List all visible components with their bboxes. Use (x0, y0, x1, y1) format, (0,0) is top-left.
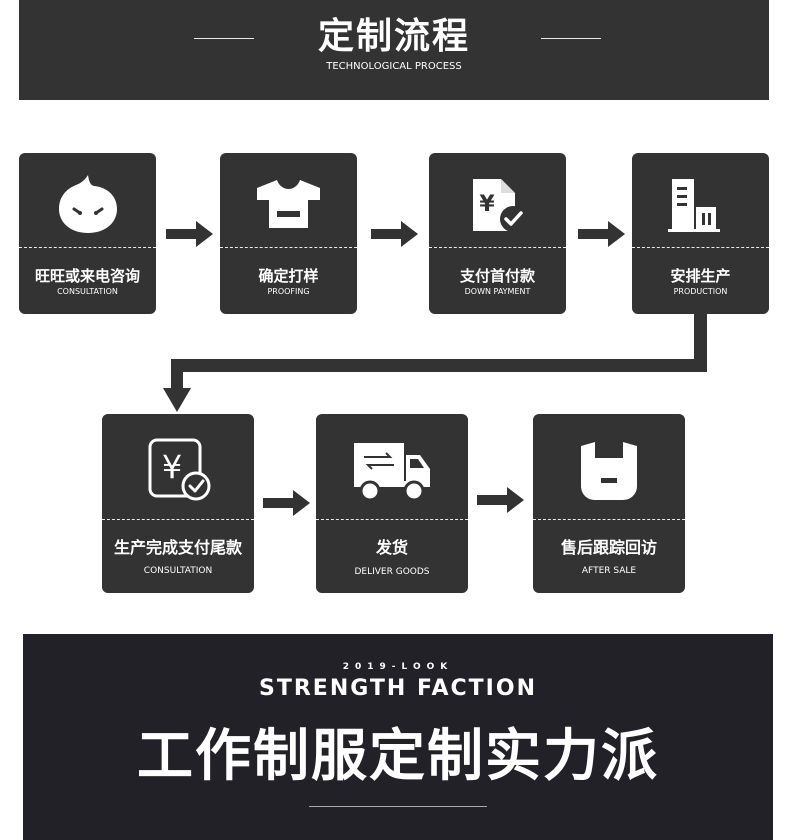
step-subtitle: CONSULTATION (143, 566, 213, 576)
card-divider (632, 247, 769, 248)
footer-headline: 工作制服定制实力派 (137, 724, 659, 789)
footer-underline (309, 806, 487, 807)
arrow-right-icon (371, 221, 418, 247)
card-divider (316, 519, 468, 520)
step-card-down-payment: ¥ 支付首付款 DOWN PAYMENT (429, 153, 566, 314)
card-divider (429, 247, 566, 248)
step-title: 安排生产 (670, 267, 731, 285)
delivery-truck-icon (354, 443, 430, 502)
step-title: 生产完成支付尾款 (113, 538, 242, 557)
factory-icon (668, 179, 720, 232)
step-card-deliver: 发货 DELIVER GOODS (316, 414, 468, 593)
step-card-final-payment: ¥ 生产完成支付尾款 CONSULTATION (102, 414, 254, 593)
card-divider (102, 519, 254, 520)
page-subtitle: TECHNOLOGICAL PROCESS (326, 61, 462, 72)
header-right-line (541, 38, 601, 39)
step-card-consultation: 旺旺或来电咨询 CONSULTATION (19, 153, 156, 314)
step-subtitle: CONSULTATION (57, 287, 118, 296)
tshirt-icon (257, 180, 320, 228)
chat-bubble-icon (59, 175, 117, 233)
svg-text:¥: ¥ (479, 192, 495, 217)
yuan-check-icon: ¥ (148, 438, 211, 501)
wrench-icon (581, 442, 637, 500)
arrow-right-icon (263, 490, 310, 516)
arrow-right-icon (578, 221, 625, 247)
step-title: 发货 (375, 538, 408, 557)
step-subtitle: AFTER SALE (581, 566, 637, 576)
step-subtitle: PRODUCTION (673, 287, 728, 296)
step-subtitle: PROOFING (267, 287, 310, 296)
arrow-right-icon (477, 487, 524, 513)
arrow-right-icon (166, 221, 213, 247)
step-card-production: 安排生产 PRODUCTION (632, 153, 769, 314)
step-title: 支付首付款 (459, 267, 535, 285)
step-card-after-sale: 售后跟踪回访 AFTER SALE (533, 414, 685, 593)
card-divider (19, 247, 156, 248)
header-left-line (194, 38, 254, 39)
step-subtitle: DELIVER GOODS (354, 567, 430, 577)
connector-arrow-icon (163, 312, 707, 412)
card-divider (533, 519, 685, 520)
step-subtitle: DOWN PAYMENT (464, 287, 531, 296)
step-card-proofing: 确定打样 PROOFING (220, 153, 357, 314)
step-title: 售后跟踪回访 (560, 538, 657, 557)
step-title: 旺旺或来电咨询 (34, 267, 140, 285)
card-divider (220, 247, 357, 248)
footer-tag: 2019-LOOK (342, 662, 454, 672)
payment-document-icon: ¥ (473, 179, 526, 232)
header-banner: 定制流程 TECHNOLOGICAL PROCESS (19, 0, 769, 100)
svg-text:¥: ¥ (162, 448, 182, 486)
step-title: 确定打样 (258, 267, 319, 285)
footer-banner: 2019-LOOK STRENGTH FACTION 工作制服定制实力派 (23, 634, 773, 840)
footer-slogan: STRENGTH FACTION (259, 676, 537, 701)
page-title: 定制流程 (317, 16, 470, 57)
